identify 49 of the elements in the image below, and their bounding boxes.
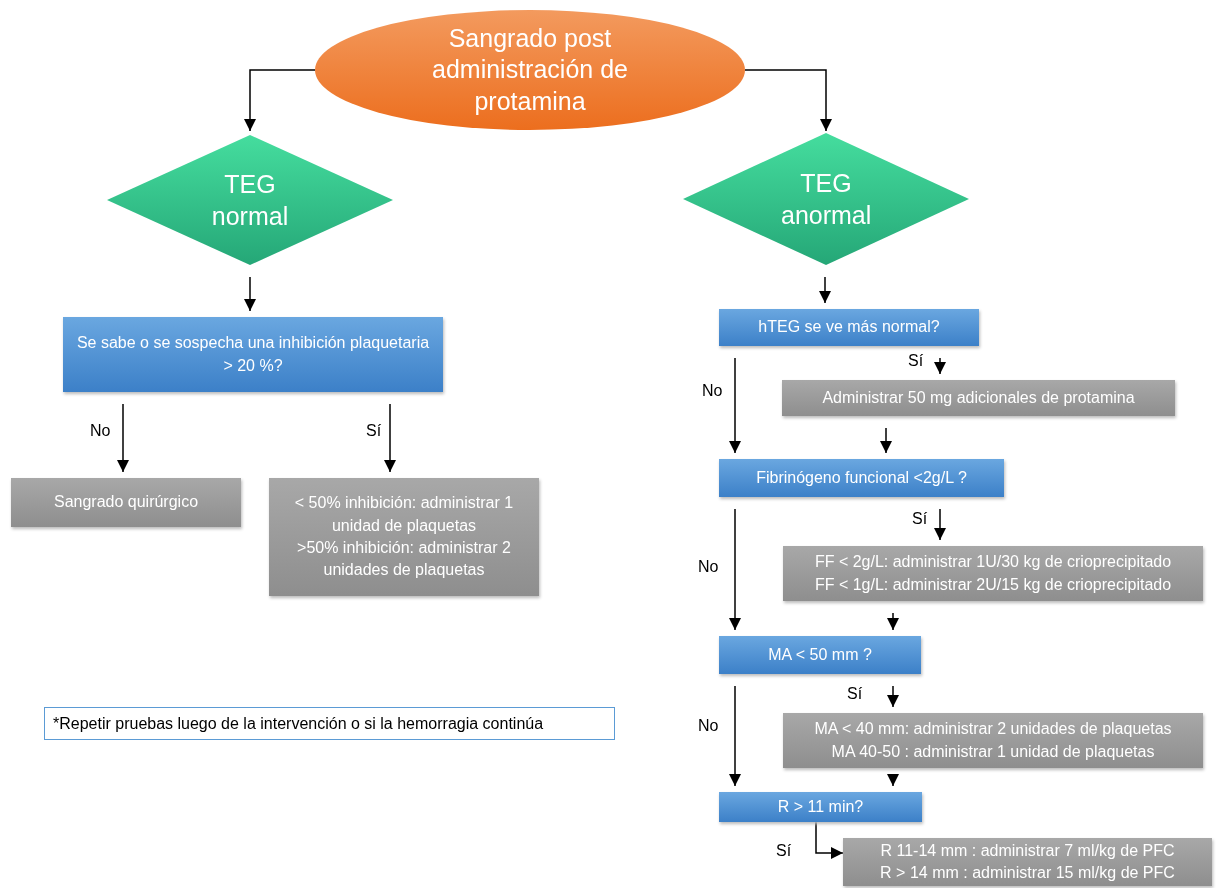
action-box bbox=[782, 380, 1175, 416]
node-text: Sangrado post administración de protamina bbox=[431, 23, 629, 117]
question-box bbox=[719, 792, 922, 822]
node-text: MA < 40 mm: administrar 2 unidades de plaquetas bbox=[814, 719, 1172, 740]
question-box bbox=[719, 309, 979, 346]
arrow bbox=[244, 69, 316, 132]
node-text: Fibrinógeno funcional <2g/L ? bbox=[756, 467, 967, 488]
arrow bbox=[934, 357, 946, 375]
node-text: R 11-14 mm : administrar 7 ml/kg de PFC bbox=[880, 840, 1175, 861]
arrow bbox=[934, 508, 946, 541]
arrow bbox=[244, 276, 256, 312]
node-text: Se sabe o se sospecha una inhibición plaquetaria > 20 %? bbox=[75, 333, 431, 376]
node-text: >50% inhibición: administrar 2 unidades de plaquetas bbox=[296, 538, 512, 581]
node-text: R > 11 min? bbox=[777, 796, 864, 817]
arrow bbox=[729, 685, 741, 787]
arrow bbox=[117, 403, 129, 473]
arrow bbox=[887, 774, 899, 787]
action-box bbox=[783, 546, 1203, 601]
node-text: MA < 50 mm ? bbox=[768, 644, 872, 665]
node-text: TEG anormal bbox=[781, 167, 871, 231]
node-text: *Repetir pruebas luego de la intervención o si la hemorragia continúa bbox=[53, 714, 544, 733]
action-box bbox=[269, 478, 539, 596]
arrow bbox=[887, 612, 899, 631]
arrow bbox=[880, 427, 892, 454]
node-text: < 50% inhibición: administrar 1 unidad de plaquetas bbox=[293, 493, 515, 536]
arrow bbox=[887, 685, 899, 708]
node-text: TEG normal bbox=[210, 168, 290, 232]
node-text: Sangrado quirúrgico bbox=[53, 492, 199, 513]
arrow bbox=[384, 403, 396, 473]
action-box bbox=[843, 838, 1212, 886]
node-text: FF < 1g/L: administrar 2U/15 kg de crioprecipitado bbox=[814, 574, 1172, 595]
arrow bbox=[815, 821, 844, 859]
question-box bbox=[719, 636, 921, 674]
arrow bbox=[729, 508, 741, 631]
node-text: hTEG se ve más normal? bbox=[758, 317, 940, 338]
arrow bbox=[729, 357, 741, 454]
question-box bbox=[719, 459, 1004, 497]
action-box bbox=[11, 478, 241, 527]
node-text: MA 40-50 : administrar 1 unidad de plaquetas bbox=[831, 741, 1155, 762]
arrow bbox=[819, 276, 831, 304]
action-box bbox=[783, 713, 1203, 768]
decision-diamond bbox=[107, 135, 393, 265]
arrow bbox=[744, 69, 832, 132]
node-text: FF < 2g/L: administrar 1U/30 kg de crioprecipitado bbox=[814, 552, 1172, 573]
node-text: Administrar 50 mg adicionales de protamina bbox=[822, 387, 1135, 408]
question-box bbox=[63, 317, 443, 392]
note-box bbox=[44, 707, 615, 740]
node-text: R > 14 mm : administrar 15 ml/kg de PFC bbox=[880, 863, 1175, 883]
decision-diamond bbox=[683, 133, 969, 265]
